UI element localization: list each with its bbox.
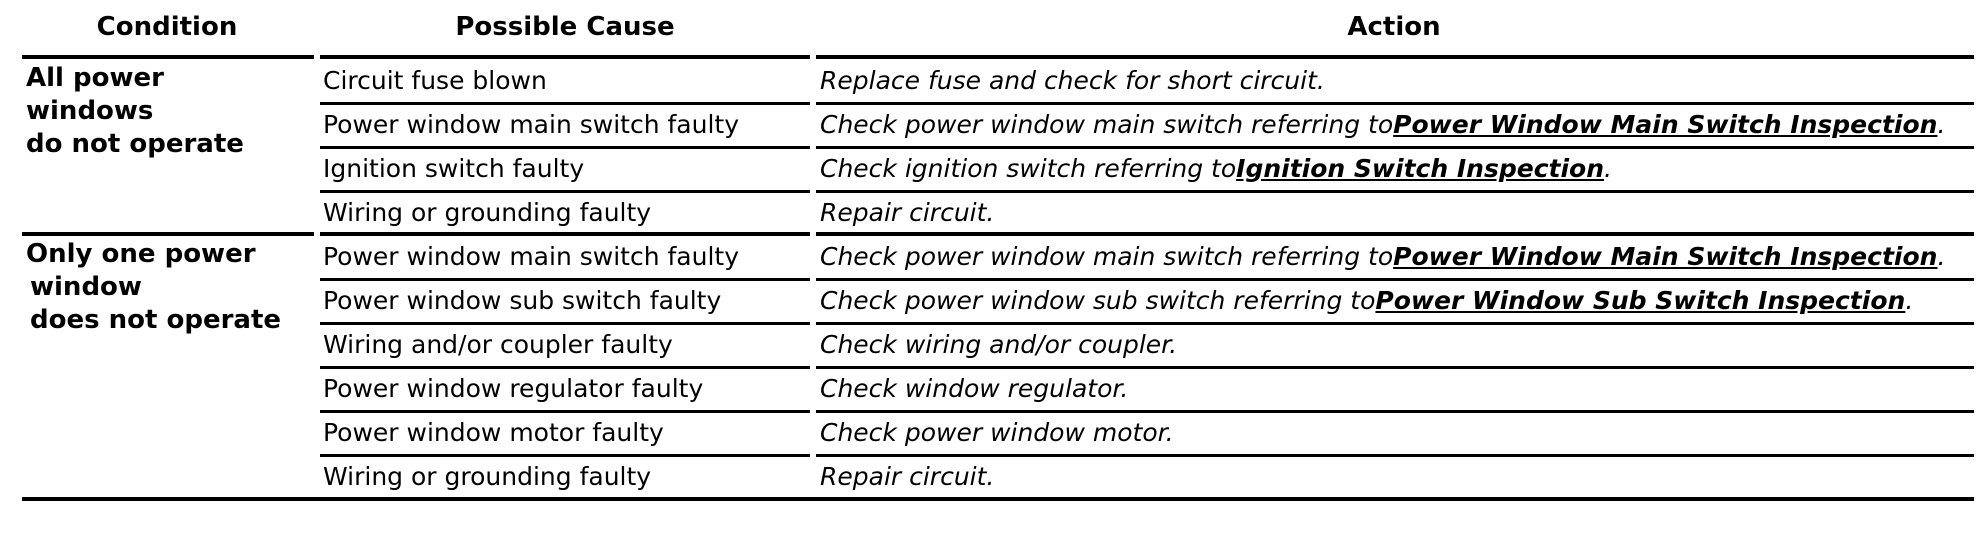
condition-line: does not operate <box>30 305 282 335</box>
inspection-link[interactable]: Power Window Main Switch Inspection <box>1393 109 1938 139</box>
cause-cell: Circuit fuse blown <box>323 65 547 95</box>
group-rule <box>816 232 1974 236</box>
condition-cell: All power windows do not operate <box>26 62 316 161</box>
action-cell: Check power window sub switch referring … <box>820 280 1913 320</box>
cause-cell: Power window sub switch faulty <box>323 285 722 315</box>
row-rule <box>320 102 810 105</box>
condition-line: All power <box>26 63 164 93</box>
row-rule <box>816 278 1974 281</box>
action-text: Check power window main switch referring… <box>820 109 1394 139</box>
condition-line: window <box>30 272 142 302</box>
action-suffix: . <box>1937 241 1946 271</box>
row-rule <box>320 190 810 193</box>
action-text: Check power window sub switch referring … <box>820 285 1376 315</box>
inspection-link[interactable]: Ignition Switch Inspection <box>1236 153 1605 183</box>
action-cell: Check ignition switch referring to Ignit… <box>820 148 1612 188</box>
header-rule <box>816 55 1974 59</box>
header-possible-cause: Possible Cause <box>455 12 675 42</box>
action-cell: Check window regulator. <box>820 368 1128 408</box>
action-text: Repair circuit. <box>820 461 995 491</box>
cause-cell: Wiring or grounding faulty <box>323 197 652 227</box>
row-rule <box>320 454 810 457</box>
row-rule <box>320 146 810 149</box>
action-text: Replace fuse and check for short circuit… <box>820 65 1325 95</box>
group-rule <box>320 232 810 236</box>
header-action: Action <box>1347 12 1441 42</box>
table-bottom-rule <box>22 497 1974 501</box>
action-cell: Replace fuse and check for short circuit… <box>820 60 1325 100</box>
condition-line: windows <box>26 96 154 126</box>
inspection-link[interactable]: Power Window Sub Switch Inspection <box>1375 285 1906 315</box>
cause-cell: Power window regulator faulty <box>323 373 704 403</box>
row-rule <box>320 278 810 281</box>
row-rule <box>816 146 1974 149</box>
group-rule <box>22 232 314 236</box>
action-suffix: . <box>1604 153 1612 183</box>
action-suffix: . <box>1905 285 1914 315</box>
action-cell: Check power window main switch referring… <box>820 104 1945 144</box>
action-suffix: . <box>1937 109 1946 139</box>
action-text: Check window regulator. <box>820 373 1129 403</box>
action-cell: Check power window main switch referring… <box>820 236 1945 276</box>
row-rule <box>816 102 1974 105</box>
inspection-link[interactable]: Power Window Main Switch Inspection <box>1393 241 1938 271</box>
row-rule <box>816 410 1974 413</box>
action-text: Repair circuit. <box>820 197 995 227</box>
cause-cell: Power window main switch faulty <box>323 109 740 139</box>
action-cell: Check power window motor. <box>820 412 1174 452</box>
cause-cell: Power window motor faulty <box>323 417 664 447</box>
row-rule <box>816 322 1974 325</box>
cause-cell: Ignition switch faulty <box>323 153 585 183</box>
row-rule <box>320 366 810 369</box>
action-text: Check ignition switch referring to <box>820 153 1237 183</box>
cause-cell: Wiring or grounding faulty <box>323 461 652 491</box>
action-cell: Repair circuit. <box>820 456 994 496</box>
row-rule <box>816 454 1974 457</box>
action-cell: Repair circuit. <box>820 192 994 232</box>
action-text: Check power window main switch referring… <box>820 241 1394 271</box>
condition-line: do not operate <box>26 129 244 159</box>
cause-cell: Power window main switch faulty <box>323 241 740 271</box>
action-cell: Check wiring and/or coupler. <box>820 324 1177 364</box>
action-text: Check wiring and/or coupler. <box>820 329 1178 359</box>
header-rule <box>320 55 810 59</box>
condition-line: Only one power <box>26 239 256 269</box>
condition-cell: Only one power window does not operate <box>26 238 316 337</box>
header-condition: Condition <box>96 12 238 42</box>
action-text: Check power window motor. <box>820 417 1174 447</box>
row-rule <box>320 322 810 325</box>
header-rule <box>22 55 314 59</box>
row-rule <box>320 410 810 413</box>
row-rule <box>816 366 1974 369</box>
row-rule <box>816 190 1974 193</box>
cause-cell: Wiring and/or coupler faulty <box>323 329 673 359</box>
